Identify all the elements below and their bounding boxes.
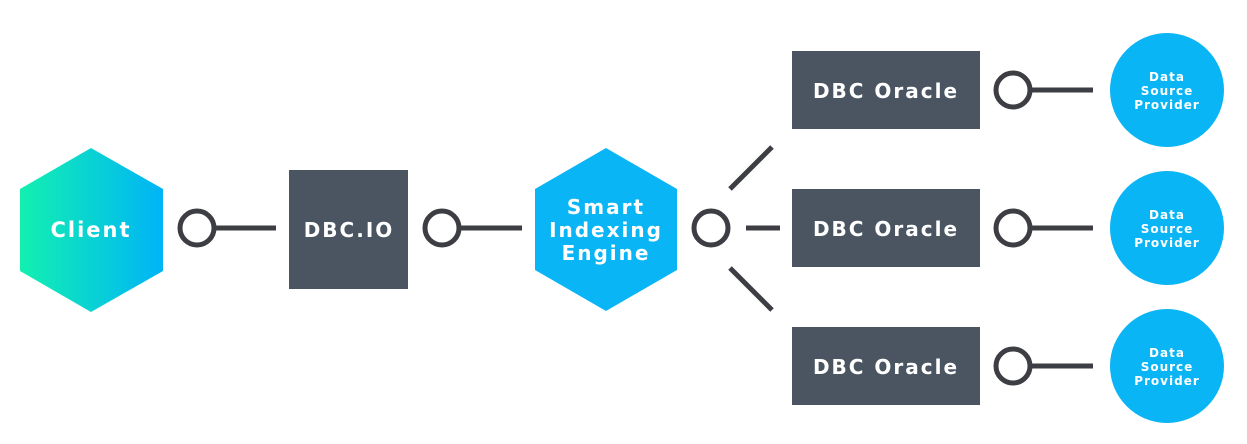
provider-label-line-1: Data (1149, 70, 1185, 84)
oracle-box (792, 327, 980, 405)
oracle-row-2: DBC Oracle Data Source Provider (792, 171, 1224, 285)
data-source-provider-circle (1110, 171, 1224, 285)
connector-engine-oracles (691, 145, 780, 312)
provider-label-line-2: Source (1141, 360, 1194, 374)
connector-node-icon (691, 208, 731, 248)
provider-label-line-3: Provider (1134, 98, 1200, 112)
provider-label-line-3: Provider (1134, 374, 1200, 388)
oracle-label: DBC Oracle (813, 355, 959, 379)
oracle-label: DBC Oracle (813, 217, 959, 241)
branch-line-top (728, 145, 774, 191)
client-hexagon (20, 148, 163, 312)
connector-client-gateway (177, 208, 276, 248)
connector-node-icon (993, 346, 1033, 386)
client-label: Client (50, 218, 131, 242)
provider-label-line-3: Provider (1134, 236, 1200, 250)
gateway-node: DBC.IO (289, 170, 408, 289)
branch-line-bottom (728, 266, 774, 312)
gateway-box (289, 170, 408, 289)
gateway-label: DBC.IO (304, 218, 395, 242)
data-source-provider-circle (1110, 309, 1224, 423)
oracle-row-3: DBC Oracle Data Source Provider (792, 309, 1224, 423)
connector-node-icon (993, 208, 1033, 248)
engine-label-line-2: Indexing (549, 218, 663, 242)
provider-label-line-2: Source (1141, 222, 1194, 236)
oracle-row-1: DBC Oracle Data Source Provider (792, 33, 1224, 147)
engine-label-line-3: Engine (562, 241, 651, 265)
provider-label-line-1: Data (1149, 346, 1185, 360)
provider-label-line-2: Source (1141, 84, 1194, 98)
connector-gateway-engine (422, 208, 522, 248)
engine-label-line-1: Smart (567, 195, 645, 219)
oracle-box (792, 51, 980, 129)
connector-node-icon (177, 208, 217, 248)
engine-hexagon (535, 148, 677, 311)
connector-node-icon (422, 208, 462, 248)
provider-label-line-1: Data (1149, 208, 1185, 222)
oracle-label: DBC Oracle (813, 79, 959, 103)
oracle-box (792, 189, 980, 267)
client-node: Client (20, 148, 163, 312)
engine-node: Smart Indexing Engine (535, 148, 677, 311)
data-source-provider-circle (1110, 33, 1224, 147)
connector-node-icon (993, 70, 1033, 110)
